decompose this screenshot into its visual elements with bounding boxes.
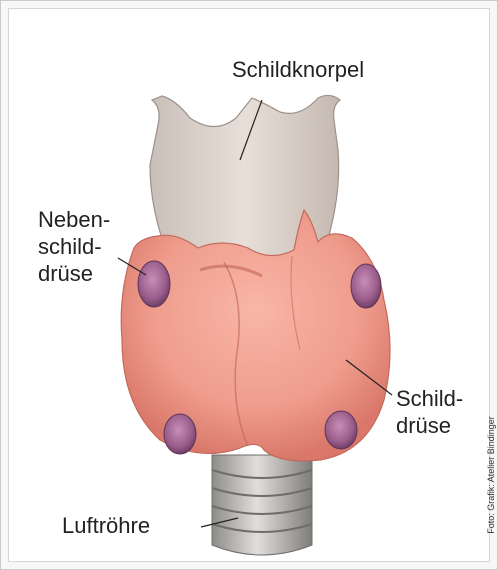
parathyroid-lower-right [325, 411, 357, 449]
parathyroid-lower-left [164, 414, 196, 454]
label-nebenschilddruese: Neben- schild- drüse [38, 206, 110, 287]
trachea-shape [212, 455, 312, 555]
label-luftroehre: Luftröhre [62, 512, 150, 539]
parathyroid-upper-left [138, 261, 170, 307]
photo-credit: Foto: Grafik: Atelier Bindinger [486, 416, 496, 534]
label-schilddruese: Schild- drüse [396, 385, 463, 439]
label-schildknorpel: Schildknorpel [232, 56, 364, 83]
parathyroid-upper-right [351, 264, 381, 308]
